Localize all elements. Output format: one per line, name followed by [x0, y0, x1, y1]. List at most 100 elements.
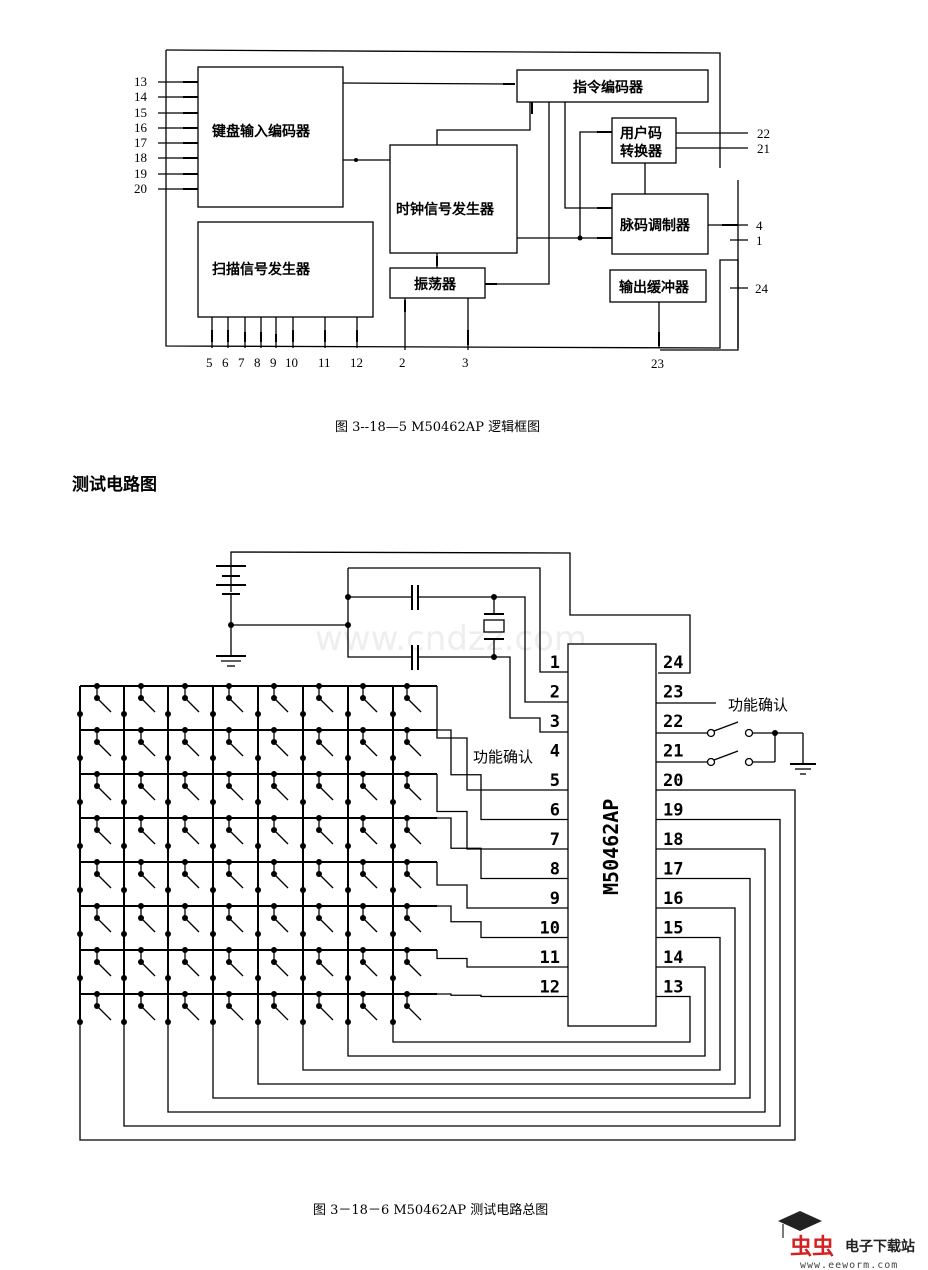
ic-pin-label-20: 20 — [663, 771, 683, 791]
keypad-switch-lever — [140, 829, 156, 845]
figure-caption-2: 图 3－18－6 M50462AP 测试电路总图 — [313, 1202, 548, 1218]
pin-label-7: 7 — [238, 355, 245, 370]
keypad-switch-lever — [140, 873, 156, 889]
row-to-pin-wire — [436, 862, 568, 909]
keypad-column-node — [345, 931, 351, 937]
pin-label-9: 9 — [270, 355, 277, 370]
keypad-column-node — [210, 755, 216, 761]
pin3-wire — [494, 656, 568, 733]
keypad-column-node — [77, 975, 83, 981]
pin-label-20: 20 — [134, 181, 147, 196]
keypad-column-node — [300, 931, 306, 937]
keypad-switch-lever — [96, 873, 112, 889]
row-to-pin-wire — [437, 905, 568, 939]
keypad-column-node — [210, 799, 216, 805]
pin-label-21: 21 — [757, 141, 770, 156]
keypad-switch-lever — [273, 873, 289, 889]
keypad-switch-lever — [362, 785, 378, 801]
keypad-switch-lever — [96, 741, 112, 757]
keypad-switch-lever — [228, 829, 244, 845]
keyboard-encoder-label: 键盘输入编码器 — [211, 123, 311, 140]
keypad-switch-lever — [318, 829, 334, 845]
output-buffer-block — [609, 269, 707, 303]
keypad-column-node — [77, 711, 83, 717]
keypad-switch-lever — [273, 829, 289, 845]
site-logo: 虫虫 电子下载站 www.eeworm.com — [778, 1211, 915, 1270]
keypad-column-node — [390, 843, 396, 849]
pin-label-16: 16 — [134, 120, 148, 135]
ic-pin-label-22: 22 — [663, 712, 683, 732]
ic-pin-label-24: 24 — [663, 653, 683, 673]
keypad-switch-lever — [228, 697, 244, 713]
keypad-switch-lever — [96, 1005, 112, 1021]
keypad-switch-lever — [318, 1005, 334, 1021]
keypad-column-node — [390, 975, 396, 981]
keypad-column-node — [255, 887, 261, 893]
keypad-switch-lever — [406, 917, 422, 933]
clock-generator-label: 时钟信号发生器 — [396, 201, 495, 218]
keypad-switch-lever — [273, 961, 289, 977]
keypad-switch-lever — [140, 741, 156, 757]
keypad-column-node — [255, 975, 261, 981]
column-to-pin-wire — [167, 848, 766, 1113]
keypad-column-node — [210, 711, 216, 717]
block-diagram: 键盘输入编码器 13 14 15 16 17 18 19 20 指令编码器 时钟… — [134, 49, 770, 435]
keypad-switch-lever — [318, 961, 334, 977]
pin-label-6: 6 — [222, 355, 229, 370]
function-confirm-label-left: 功能确认 — [473, 748, 533, 766]
keypad-switch-lever — [228, 873, 244, 889]
pin-label-19: 19 — [134, 166, 147, 181]
keypad-column-node — [390, 887, 396, 893]
pin2-wire — [494, 596, 568, 703]
keypad-column-node — [165, 755, 171, 761]
keypad-column-node — [165, 887, 171, 893]
scan-signal-generator-label: 扫描信号发生器 — [212, 261, 311, 278]
keypad-switch-lever — [362, 829, 378, 845]
keyboard-encoder-block — [197, 66, 344, 208]
keypad-column-node — [255, 799, 261, 805]
scan-signal-generator-block — [197, 221, 374, 318]
pin-label-15: 15 — [134, 105, 147, 120]
keypad-switch-lever — [96, 697, 112, 713]
keypad-switch-lever — [140, 697, 156, 713]
row-to-pin-wire — [436, 774, 568, 850]
pin-label-23: 23 — [651, 356, 664, 371]
instruction-encoder-block — [516, 69, 709, 103]
keypad-switch-lever — [140, 917, 156, 933]
pin1-wire — [348, 567, 568, 673]
keypad-column-node — [121, 799, 127, 805]
ic-pin-label-4: 4 — [550, 742, 560, 762]
user-code-converter-block — [611, 117, 677, 164]
ic-pin-label-13: 13 — [663, 978, 683, 998]
output-buffer-label: 输出缓冲器 — [619, 279, 690, 296]
ic-pin-label-11: 11 — [540, 948, 560, 968]
ic-name: M50462AP — [599, 799, 623, 895]
pin-label-24: 24 — [755, 281, 769, 296]
keypad-column-node — [300, 755, 306, 761]
keypad-switch-lever — [184, 697, 200, 713]
keypad-switch-lever — [362, 873, 378, 889]
ic-pin-label-14: 14 — [663, 948, 683, 968]
clock-to-usercode-wire — [579, 131, 612, 238]
keypad-column-node — [345, 799, 351, 805]
keypad-switch-lever — [318, 697, 334, 713]
keypad-column-node — [345, 843, 351, 849]
keypad-switch-lever — [184, 741, 200, 757]
keypad-column-node — [77, 799, 83, 805]
keypad-switch-lever — [406, 741, 422, 757]
logo-name: 电子下载站 — [845, 1238, 915, 1255]
keypad-column-node — [390, 931, 396, 937]
test-circuit: www.cndzz.com — [77, 551, 816, 1218]
keypad-switch-lever — [318, 741, 334, 757]
keypad-switch-lever — [362, 741, 378, 757]
row-to-pin-wire — [436, 686, 568, 791]
keypad-column-node — [300, 799, 306, 805]
pin-label-1: 1 — [756, 233, 763, 248]
keypad-switch-lever — [318, 917, 334, 933]
keypad-switch-lever — [184, 961, 200, 977]
keypad-column-node — [210, 975, 216, 981]
pin-label-22: 22 — [757, 126, 770, 141]
row-to-pin-wire — [437, 729, 568, 821]
keypad-switch-lever — [406, 1005, 422, 1021]
keypad-switch-lever — [184, 785, 200, 801]
